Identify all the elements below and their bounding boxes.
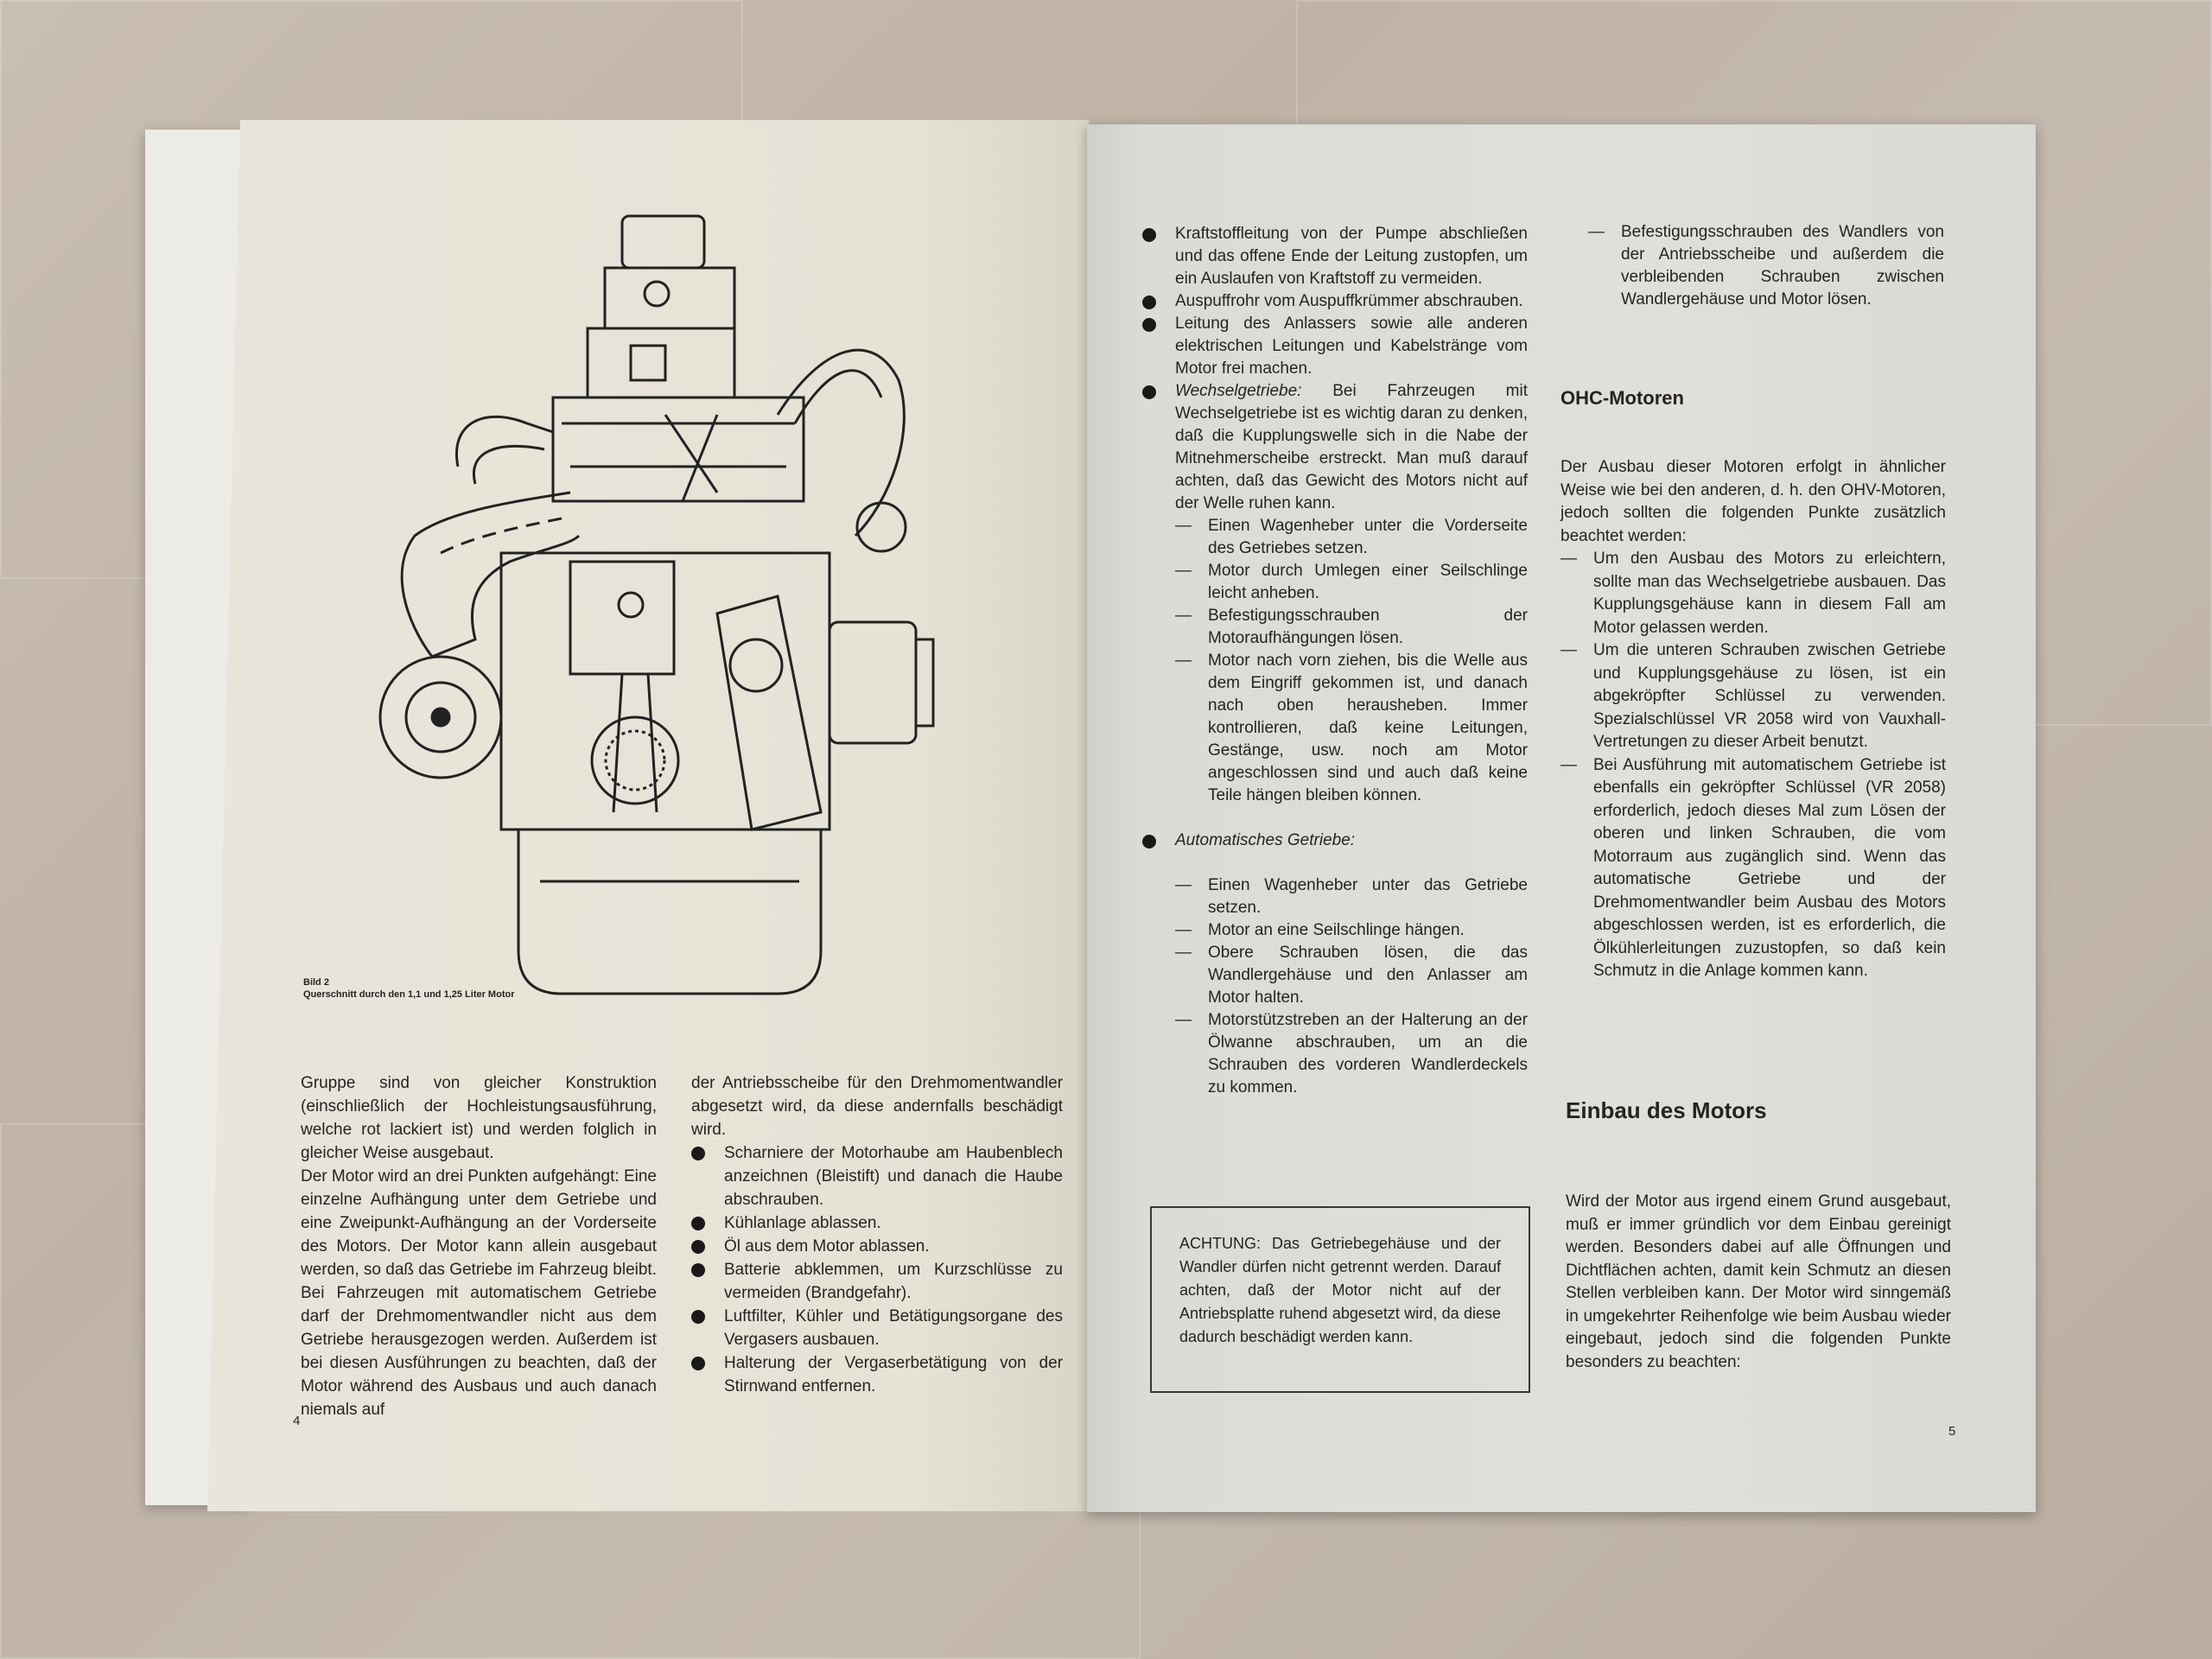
page-number-right: 5	[1948, 1424, 1956, 1439]
bullet-item-automatic-gearbox: Automatisches Getriebe:	[1142, 830, 1528, 852]
section-heading-installation: Einbau des Motors	[1566, 1097, 1767, 1123]
step-item: —Einen Wagenheber unter das Getriebe set…	[1175, 876, 1528, 917]
carburetor	[586, 214, 736, 399]
step-item: —Befestigungsschrauben der Motoraufhängu…	[1175, 607, 1528, 647]
bullet-item: Kühlanlage ablassen.	[691, 1211, 1063, 1235]
step-item: —Befestigungsschrauben des Wandlers von …	[1588, 223, 1944, 308]
right-page-column-2-ohc: Der Ausbau dieser Motoren erfolgt in ähn…	[1560, 456, 1946, 983]
crankshaft-pulley	[378, 655, 503, 779]
page-4	[207, 120, 1089, 1511]
bullet-icon	[1142, 385, 1156, 399]
step-item: —Motor an eine Seilschlinge hängen.	[1175, 921, 1465, 939]
bullet-icon	[1142, 835, 1156, 849]
bullet-icon	[691, 1240, 705, 1254]
bullet-icon	[691, 1310, 705, 1324]
bullet-icon	[691, 1357, 705, 1370]
step-item: —Obere Schrauben lösen, die das Wandlerg…	[1175, 944, 1528, 1007]
bullet-item: Luftfilter, Kühler und Betätigungsorgane…	[691, 1305, 1063, 1351]
bullet-icon	[1142, 296, 1156, 309]
left-page-column-1: Gruppe sind von gleicher Konstruktion (e…	[301, 1071, 657, 1421]
cylinder-head	[551, 396, 805, 503]
bullet-icon	[691, 1217, 705, 1230]
figure-label: Bild 2	[303, 977, 329, 988]
left-page-column-2: der Antriebsscheibe für den Drehmomentwa…	[691, 1071, 1063, 1398]
paragraph: Gruppe sind von gleicher Konstruktion (e…	[301, 1074, 657, 1162]
paragraph: Der Ausbau dieser Motoren erfolgt in ähn…	[1560, 458, 1946, 545]
figure-caption: Bild 2 Querschnitt durch den 1,1 und 1,2…	[303, 976, 514, 1001]
ignition-leads	[455, 348, 906, 537]
bullet-item-manual-gearbox: Wechselgetriebe: Bei Fahrzeugen mit Wech…	[1142, 380, 1528, 515]
engine-block	[499, 551, 831, 831]
bullet-item: Batterie abklemmen, um Kurzschlüsse zu v…	[691, 1258, 1063, 1305]
step-item: —Motor durch Umlegen einer Seilschlinge …	[1175, 562, 1528, 602]
page-number-left: 4	[293, 1414, 301, 1428]
figure-caption-text: Querschnitt durch den 1,1 und 1,25 Liter…	[303, 989, 515, 1000]
bullet-icon	[1142, 318, 1156, 332]
step-item: —Motor nach vorn ziehen, bis die Welle a…	[1175, 652, 1528, 804]
step-item: —Um die unteren Schrauben zwischen Getri…	[1560, 641, 1946, 751]
step-item: —Bei Ausführung mit automatischem Getrie…	[1560, 755, 1946, 981]
paragraph: der Antriebsscheibe für den Drehmomentwa…	[691, 1074, 1063, 1139]
bullet-item: Öl aus dem Motor ablassen.	[691, 1235, 1063, 1258]
bullet-item: Kraftstoffleitung von der Pumpe abschlie…	[1142, 223, 1528, 290]
bullet-icon	[691, 1263, 705, 1277]
paragraph: Wird der Motor aus irgend einem Grund au…	[1566, 1192, 1951, 1371]
right-page-column-2-top: —Befestigungsschrauben des Wandlers von …	[1559, 221, 1944, 311]
step-item: —Einen Wagenheber unter die Vorderseite …	[1175, 517, 1528, 557]
bullet-item: Leitung des Anlassers sowie alle anderen…	[1142, 313, 1528, 380]
bullet-icon	[1142, 228, 1156, 242]
right-page-column-1: Kraftstoffleitung von der Pumpe abschlie…	[1142, 223, 1528, 1099]
exhaust-manifold	[400, 491, 581, 658]
engine-cross-section-figure	[378, 214, 935, 995]
distributor	[855, 501, 907, 553]
page-5	[1087, 124, 2036, 1512]
bullet-icon	[691, 1147, 705, 1160]
bullet-item: Scharniere der Motorhaube am Haubenblech…	[691, 1141, 1063, 1211]
bullet-item: Auspuffrohr vom Auspuffkrümmer abschraub…	[1142, 290, 1528, 313]
bullet-item: Halterung der Vergaserbetätigung von der…	[691, 1351, 1063, 1398]
step-item: —Um den Ausbau des Motors zu erleichtern…	[1560, 550, 1946, 637]
right-page-column-2-install: Wird der Motor aus irgend einem Grund au…	[1566, 1191, 1951, 1374]
section-heading-ohc: OHC-Motoren	[1560, 387, 1684, 409]
starter-motor	[828, 620, 935, 745]
paragraph: Der Motor wird an drei Punkten aufgehäng…	[301, 1167, 657, 1419]
step-item: —Motorstützstreben an der Halterung an d…	[1175, 1011, 1528, 1096]
oil-pan	[517, 830, 823, 995]
warning-box: ACHTUNG: Das Getriebegehäuse und der Wan…	[1150, 1206, 1530, 1393]
